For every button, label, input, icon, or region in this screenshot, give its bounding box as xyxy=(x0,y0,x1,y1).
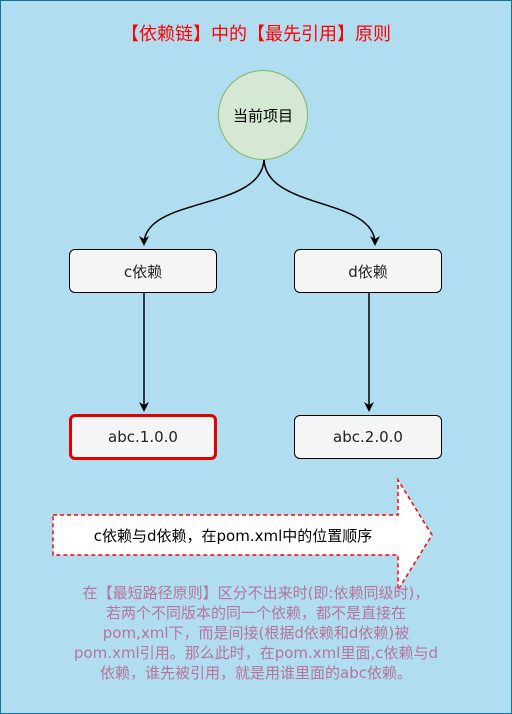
note-line: 在【最短路径原则】区分不出来时(即:依赖同级时)， xyxy=(82,584,430,602)
dependency-c-node: c依赖 xyxy=(69,249,217,293)
abc-2-0-0-label: abc.2.0.0 xyxy=(333,428,403,446)
note-line: 若两个不同版本的同一个依赖，都不是直接在 xyxy=(105,604,406,622)
abc-1-0-0-label: abc.1.0.0 xyxy=(108,428,178,446)
root-project-label: 当前项目 xyxy=(232,106,293,125)
edge-root-to-d xyxy=(263,157,380,246)
dependency-d-label: d依赖 xyxy=(348,262,388,281)
abc-1-0-0-node: abc.1.0.0 xyxy=(69,414,217,460)
abc-2-0-0-node: abc.2.0.0 xyxy=(294,415,442,459)
diagram-title: 【依赖链】中的【最先引用】原则 xyxy=(121,24,391,45)
order-arrow-label: c依赖与d依赖，在pom.xml中的位置顺序 xyxy=(93,526,373,545)
dependency-c-label: c依赖 xyxy=(123,262,163,281)
root-project-node: 当前项目 xyxy=(218,70,308,160)
note-line: pom,xml下，而是间接(根据d依赖和d依赖)被 xyxy=(102,624,410,642)
note-line: 依赖，谁先被引用，就是用谁里面的abc依赖。 xyxy=(100,664,412,682)
edge-root-to-c xyxy=(139,157,265,246)
dependency-d-node: d依赖 xyxy=(294,249,442,293)
note-line: pom.xml引用。那么此时，在pom.xml里面,c依赖与d xyxy=(73,644,438,662)
explanation-note: 在【最短路径原则】区分不出来时(即:依赖同级时)， 若两个不同版本的同一个依赖，… xyxy=(23,583,489,683)
order-arrow-shape xyxy=(52,477,433,593)
